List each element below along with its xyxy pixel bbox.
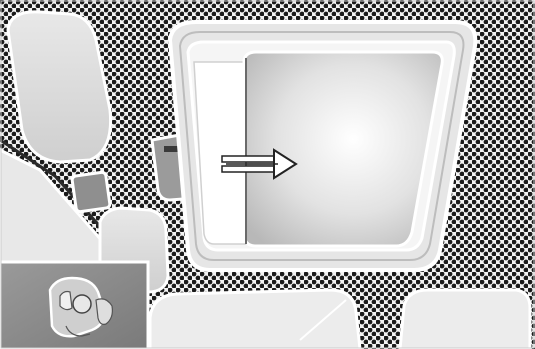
rear-panel-right (400, 290, 530, 349)
rear-panel-left (150, 290, 360, 349)
inset-detail-box (0, 262, 148, 349)
interior-light-square (72, 172, 111, 212)
